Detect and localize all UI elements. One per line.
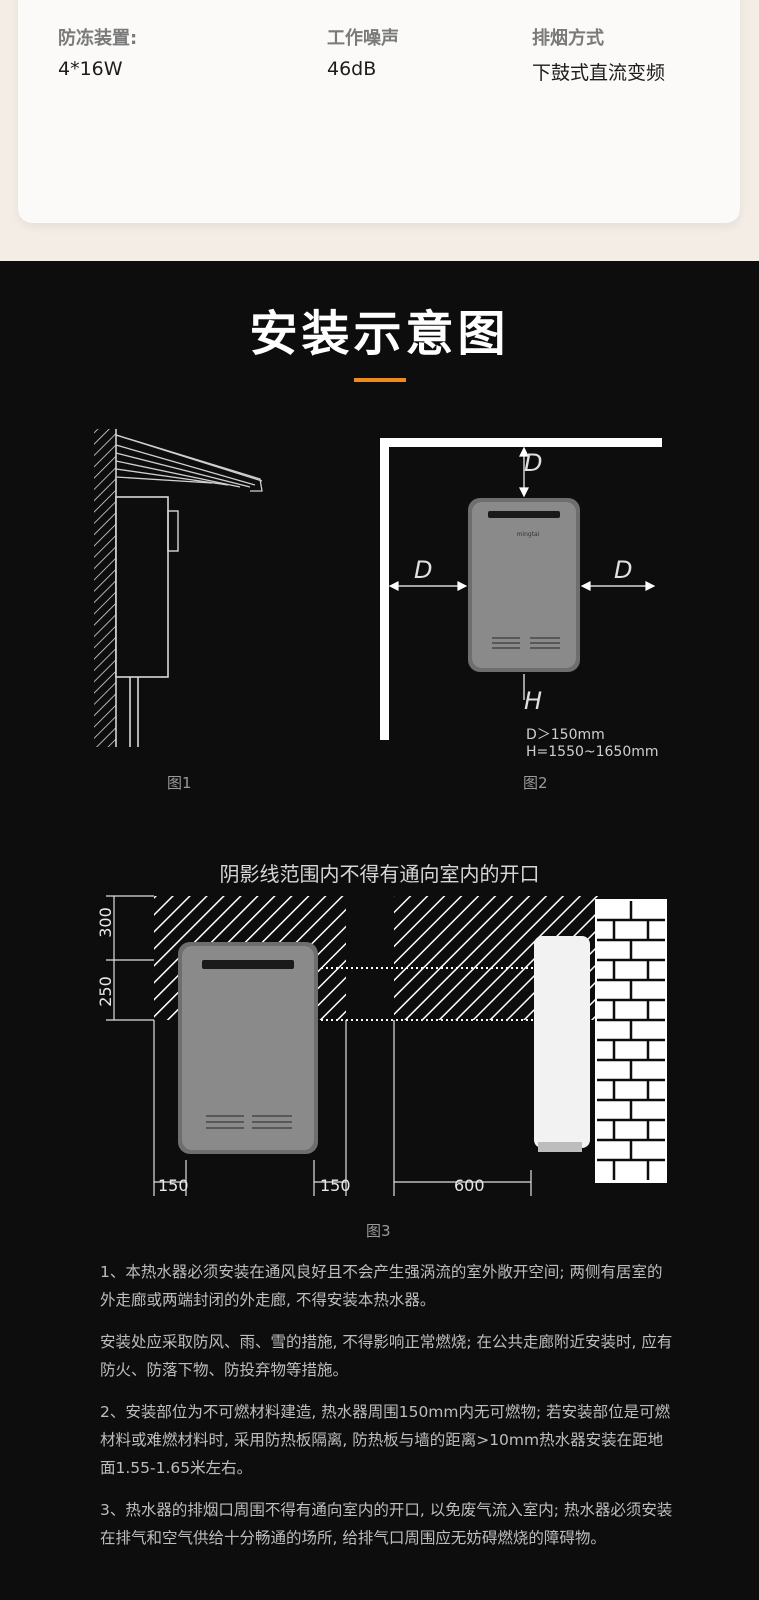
dim-300: 300 (95, 907, 115, 938)
figure-1-caption: 图1 (167, 774, 192, 792)
note-1: 1、本热水器必须安装在通风良好且不会产生强涡流的室外敞开空间; 两侧有居室的外走… (100, 1263, 663, 1309)
spec-value: 4*16W (58, 58, 123, 80)
figure-3-caption: 图3 (366, 1222, 391, 1240)
heater-brand-text: mingtai (517, 531, 540, 538)
dim-150-left: 150 (158, 1176, 189, 1195)
dim-600: 600 (454, 1176, 485, 1195)
dim-150-right: 150 (320, 1176, 351, 1195)
figure-2-caption: 图2 (523, 774, 548, 792)
note-3: 3、热水器的排烟口周围不得有通向室内的开口, 以免废气流入室内; 热水器必须安装… (100, 1501, 673, 1547)
height-h-label: H (524, 687, 543, 715)
figure-3-banner: 阴影线范围内不得有通向室内的开口 (219, 862, 540, 886)
note-2: 2、安装部位为不可燃材料建造, 热水器周围150mm内无可燃物; 若安装部位是可… (100, 1403, 671, 1477)
clearance-d-top: D (524, 449, 543, 477)
note-1b: 安装处应采取防风、雨、雪的措施, 不得影响正常燃烧; 在公共走廊附近安装时, 应… (100, 1333, 673, 1379)
figure-2-front-view: mingtai (380, 438, 662, 740)
title-accent-bar (354, 378, 406, 382)
dim-250: 250 (95, 976, 115, 1007)
height-h-rule: H=1550~1650mm (526, 744, 659, 760)
clearance-d-right: D (614, 556, 633, 584)
spec-card: 防冻装置: 4*16W 工作噪声 46dB 排烟方式 下鼓式直流变频 (18, 0, 740, 223)
spec-value: 下鼓式直流变频 (532, 62, 666, 84)
installation-notes: 1、本热水器必须安装在通风良好且不会产生强涡流的室外敞开空间; 两侧有居室的外走… (100, 1258, 674, 1566)
spec-label: 防冻装置: (58, 28, 138, 49)
section-title: 安装示意图 (249, 306, 510, 362)
figure-3-exclusion-zones (106, 895, 667, 1196)
figure-1-side-view (94, 429, 263, 747)
spec-value: 46dB (327, 58, 377, 80)
spec-label: 排烟方式 (532, 28, 604, 49)
clearance-d-left: D (414, 556, 433, 584)
spec-label: 工作噪声 (327, 28, 399, 49)
clearance-d-rule: D＞150mm (526, 727, 605, 743)
